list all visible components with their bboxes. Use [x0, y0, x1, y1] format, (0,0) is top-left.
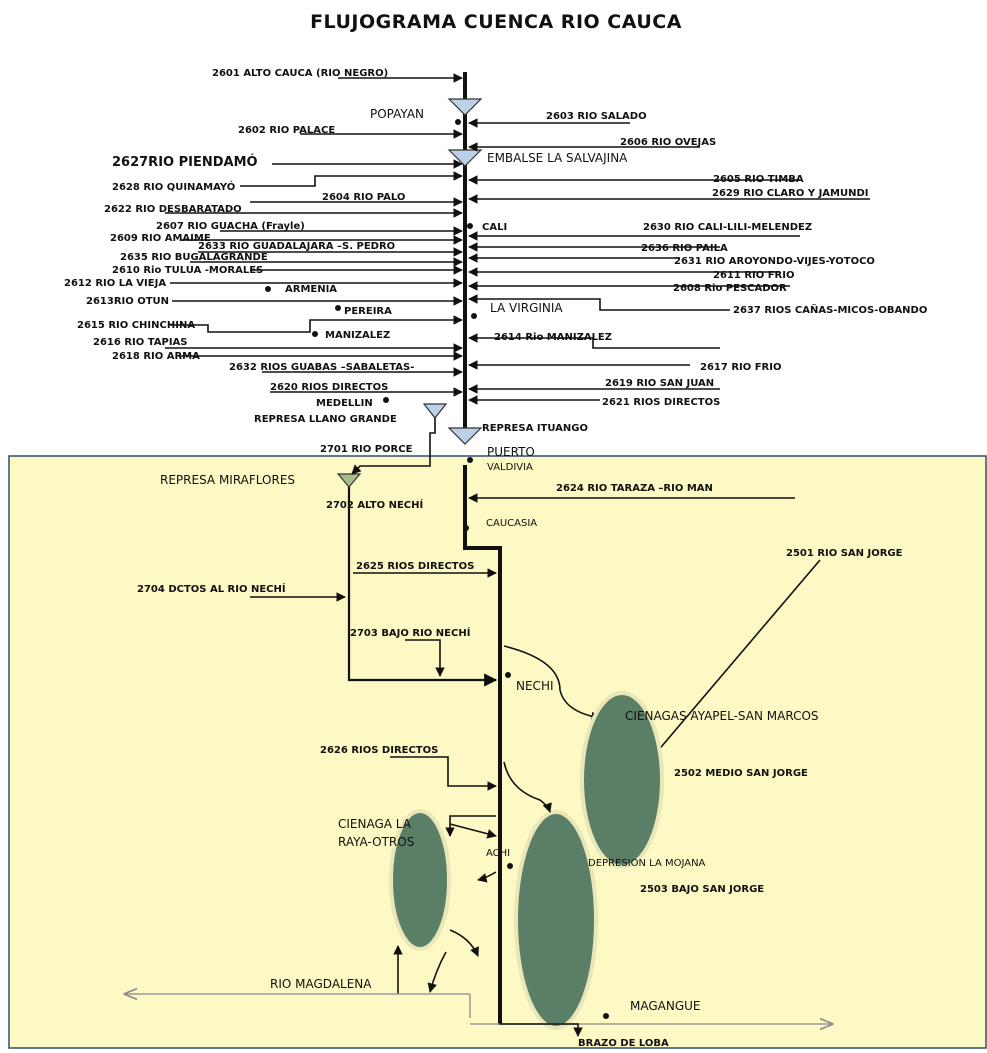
city-dot-manizalez: [312, 331, 318, 337]
trib-2703-label: 2703 BAJO RIO NECHÍ: [350, 626, 471, 639]
place-valdivia: VALDIVIA: [487, 462, 533, 473]
main-river-cauca-lower: [463, 536, 502, 1024]
place-medellin: MEDELLIN: [316, 398, 373, 409]
trib-2627-label: 2627RIO PIENDAMÓ: [112, 154, 258, 170]
trib-2606-label: 2606 RIO OVEJAS: [620, 137, 716, 148]
trib-2616-label: 2616 RIO TAPIAS: [93, 337, 188, 348]
cienaga-la-raya: [389, 809, 451, 951]
reservoir-salvajina-triangle: [447, 149, 483, 167]
left-tributaries: 2601 ALTO CAUCA (RIO NEGRO) 2602 RIO PAL…: [64, 68, 463, 397]
place-llano-grande: REPRESA LLANO GRANDE: [254, 414, 397, 425]
trib-2611-label: 2611 RIO FRIO: [713, 270, 794, 281]
city-dot-magangue: [603, 1013, 609, 1019]
place-brazo-de-loba: BRAZO DE LOBA: [578, 1038, 669, 1049]
place-popayan: POPAYAN: [370, 107, 424, 121]
trib-2607-label: 2607 RIO GUACHA (Frayle): [156, 221, 305, 232]
trib-2613-label: 2613RIO OTUN: [86, 296, 169, 307]
river-nechi: [347, 487, 498, 687]
trib-2625-label: 2625 RIOS DIRECTOS: [356, 561, 474, 572]
trib-2621-label: 2621 RIOS DIRECTOS: [602, 397, 720, 408]
trib-2610-label: 2610 Rio TULUA -MORALES: [112, 265, 263, 276]
trib-2503-label: 2503 BAJO SAN JORGE: [640, 884, 764, 895]
city-dot-medellin: [383, 397, 389, 403]
place-ayapel: CIENAGAS AYAPEL-SAN MARCOS: [625, 709, 819, 723]
trib-2701-label: 2701 RIO PORCE: [320, 444, 413, 455]
city-dot-cali: [467, 223, 473, 229]
place-achi: ACHI: [486, 848, 510, 859]
place-nechi: NECHI: [516, 679, 554, 693]
trib-2629-label: 2629 RIO CLARO Y JAMUNDI: [712, 188, 869, 199]
trib-2615-label: 2615 RIO CHINCHINA: [77, 320, 195, 331]
place-puerto: PUERTO: [487, 445, 535, 459]
trib-2604-label: 2604 RIO PALO: [322, 192, 405, 203]
trib-2622-label: 2622 RIO DESBARATADO: [104, 204, 242, 215]
diagram-title: FLUJOGRAMA CUENCA RIO CAUCA: [310, 11, 682, 33]
trib-2620-label: 2620 RIOS DIRECTOS: [270, 382, 388, 393]
flow-to-mojana: [503, 761, 552, 813]
trib-2636-label: 2636 RIO PAILA: [641, 243, 728, 254]
lower-basin-box: [8, 455, 987, 1049]
reservoir-llano-grande-triangle: [422, 403, 448, 419]
trib-2630-label: 2630 RIO CALI-LILI-MELENDEZ: [643, 222, 812, 233]
place-ituango: REPRESA ITUANGO: [482, 423, 588, 434]
trib-2618-label: 2618 RIO ARMA: [112, 351, 200, 362]
place-raya-2: RAYA-OTROS: [338, 835, 414, 849]
trib-2631-label: 2631 RIO AROYONDO-VIJES-YOTOCO: [674, 256, 875, 267]
place-salvajina: EMBALSE LA SALVAJINA: [487, 151, 628, 165]
city-dot-popayan: [455, 119, 461, 125]
city-dot-virginia: [471, 313, 477, 319]
reservoir-ituango-triangle: [447, 427, 483, 445]
flow-to-ayapel: [503, 645, 601, 722]
place-magangue: MAGANGUE: [630, 999, 701, 1013]
city-dot-nechi: [505, 672, 511, 678]
trib-2624-label: 2624 RIO TARAZA –RIO MAN: [556, 483, 713, 494]
place-virginia: LA VIRGINIA: [490, 301, 563, 315]
trib-2602-label: 2602 RIO PALACE: [238, 125, 335, 136]
city-dot-achi: [507, 863, 513, 869]
place-cali: CALI: [482, 222, 507, 233]
trib-2632-label: 2632 RIOS GUABAS –SABALETAS-: [229, 362, 414, 373]
trib-2603-label: 2603 RIO SALADO: [546, 111, 647, 122]
place-caucasia: CAUCASIA: [486, 518, 537, 529]
reservoir-popayan-triangle: [447, 98, 483, 116]
cienaga-mojana: [514, 810, 598, 1030]
city-dot-pereira: [335, 305, 341, 311]
trib-2601-label: 2601 ALTO CAUCA (RIO NEGRO): [212, 68, 388, 79]
place-mojana: DEPRESION LA MOJANA: [588, 858, 706, 869]
reservoir-miraflores-triangle: [336, 473, 362, 488]
place-raya-1: CIENAGA LA: [338, 817, 412, 831]
trib-2702-label: 2702 ALTO NECHÍ: [326, 498, 423, 511]
place-manizalez: MANIZALEZ: [325, 330, 390, 341]
cienaga-ayapel: [580, 691, 664, 869]
trib-2619-label: 2619 RIO SAN JUAN: [605, 378, 714, 389]
place-armenia: ARMENIA: [285, 284, 337, 295]
trib-2628-label: 2628 RIO QUINAMAYÓ: [112, 180, 235, 193]
city-dot-valdivia: [467, 457, 473, 463]
trib-2608-label: 2608 Rio PESCADOR: [673, 283, 787, 294]
trib-2635-label: 2635 RIO BUGALAGRANDE: [120, 252, 268, 263]
trib-2612-label: 2612 RIO LA VIEJA: [64, 278, 166, 289]
trib-2633-label: 2633 RIO GUADALAJARA –S. PEDRO: [198, 241, 395, 252]
river-porce-link: [351, 418, 436, 475]
right-tributaries: 2603 RIO SALADO 2606 RIO OVEJAS 2605 RIO…: [468, 111, 927, 408]
trib-2501-label: 2501 RIO SAN JORGE: [786, 548, 903, 559]
trib-2637-label: 2637 RIOS CAÑAS-MICOS-OBANDO: [733, 303, 927, 316]
place-pereira: PEREIRA: [344, 306, 392, 317]
trib-2626-label: 2626 RIOS DIRECTOS: [320, 745, 438, 756]
city-dot-caucasia: [463, 525, 469, 531]
trib-2502-label: 2502 MEDIO SAN JORGE: [674, 768, 808, 779]
place-miraflores: REPRESA MIRAFLORES: [160, 473, 295, 487]
trib-2704-label: 2704 DCTOS AL RIO NECHÍ: [137, 582, 286, 595]
city-dot-armenia: [265, 286, 271, 292]
trib-2609-label: 2609 RIO AMAIME: [110, 233, 211, 244]
places: POPAYAN EMBALSE LA SALVAJINA CALI ARMENI…: [254, 107, 628, 473]
place-magdalena: RIO MAGDALENA: [270, 977, 372, 991]
trib-2617-label: 2617 RIO FRIO: [700, 362, 781, 373]
